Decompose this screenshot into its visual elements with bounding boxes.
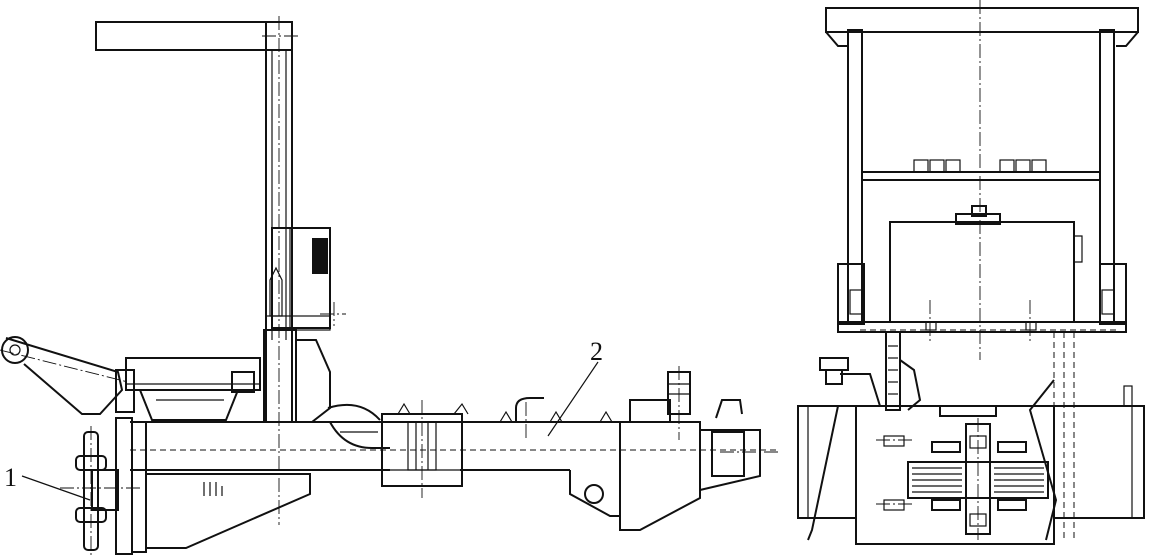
motor-housing <box>889 205 1083 323</box>
part-label-1: 1 <box>4 463 17 492</box>
lower-chassis <box>797 379 1145 545</box>
frame-top-beam <box>825 7 1139 33</box>
center-crossmember <box>381 400 469 498</box>
control-box <box>265 227 346 331</box>
side-view: 1 2 <box>0 16 780 556</box>
leader-line-2 <box>547 361 599 437</box>
frame-base <box>837 263 1127 344</box>
hitch-plate <box>115 417 311 555</box>
coupling-bolt-assembly <box>60 426 140 556</box>
frame-upright-right <box>1099 29 1115 323</box>
frame-shelf <box>861 171 1101 181</box>
saddle-bracket <box>327 404 390 449</box>
front-view <box>797 0 1145 545</box>
main-beam <box>130 421 780 471</box>
right-end-carriage <box>569 366 778 531</box>
part-label-2: 2 <box>590 337 603 366</box>
frame-upright-left <box>847 29 863 323</box>
lever-handle <box>0 336 129 415</box>
gear-assembly <box>876 418 1049 540</box>
elbow-fitting <box>515 397 544 422</box>
leader-line-1 <box>21 475 91 501</box>
connector-column <box>819 331 922 411</box>
mast-bracket <box>296 339 331 423</box>
left-end-frame <box>115 357 261 421</box>
shelf-bolts <box>913 159 1047 173</box>
